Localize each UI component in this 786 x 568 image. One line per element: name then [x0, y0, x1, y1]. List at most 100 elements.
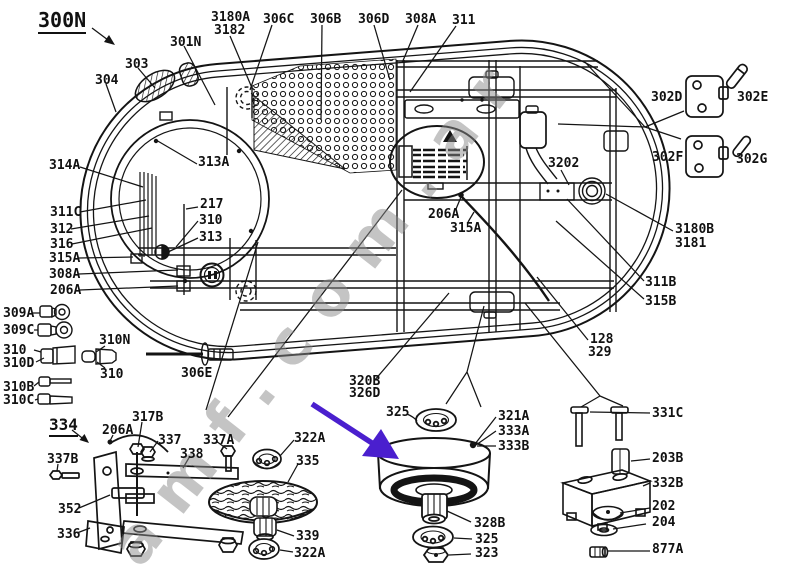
pin-302G	[732, 135, 752, 158]
motor-detail	[389, 125, 550, 302]
part-label-306B-5: 306B	[310, 12, 342, 27]
part-label-326D-49: 326D	[349, 386, 381, 401]
part-label-310C-33: 310C	[3, 393, 35, 408]
part-label-337B-42: 337B	[47, 452, 79, 467]
part-label-309C-27: 309C	[3, 323, 35, 338]
perforated-panel	[251, 58, 397, 174]
bracket-302D	[685, 75, 729, 118]
part-label-316-19: 316	[50, 237, 74, 252]
switch-3202	[519, 105, 558, 185]
part-label-204-61: 204	[652, 515, 676, 530]
part-label-306C-4: 306C	[263, 12, 295, 27]
part-label-322A-47: 322A	[294, 546, 326, 561]
part-label-328B-54: 328B	[474, 516, 506, 531]
bumper	[199, 262, 225, 288]
clip-352	[111, 487, 145, 499]
part-label-310-31: 310	[100, 367, 124, 382]
connector-310N-icon	[81, 348, 117, 365]
part-label-306E-34: 306E	[181, 366, 213, 381]
part-label-3202-63: 3202	[548, 156, 580, 171]
part-label-301N-3: 301N	[170, 35, 202, 50]
part-label-333A-52: 333A	[498, 424, 530, 439]
part-label-128-70: 128	[590, 332, 614, 347]
washer-204	[590, 523, 618, 537]
bolt-337B-icon	[48, 470, 80, 480]
part-label-352-44: 352	[58, 502, 82, 517]
deck-circle-313A	[110, 119, 270, 279]
mount-group	[560, 406, 653, 558]
rivet-306E-icon	[146, 342, 234, 366]
part-label-313-25: 313	[199, 230, 223, 245]
part-label-217-23: 217	[200, 197, 224, 212]
rim-pad-303	[134, 69, 176, 103]
part-label-203B-58: 203B	[652, 451, 684, 466]
deck-interior	[110, 58, 614, 311]
part-label-331C-57: 331C	[652, 406, 684, 421]
part-label-302E-10: 302E	[737, 90, 769, 105]
nut-323	[422, 547, 450, 563]
part-label-335-41: 335	[296, 454, 320, 469]
part-label-306D-6: 306D	[358, 12, 390, 27]
terminal-icons	[37, 303, 234, 405]
nut	[126, 541, 146, 557]
part-label-338-43: 338	[180, 447, 204, 462]
part-label-311-8: 311	[452, 13, 476, 28]
terminal-310B-icon	[38, 376, 72, 387]
part-label-310-24: 310	[199, 213, 223, 228]
hatched-wedge	[253, 94, 346, 170]
bearing-322A-top	[252, 448, 282, 470]
part-label-339-46: 339	[296, 529, 320, 544]
part-label-3181-67: 3181	[675, 236, 707, 251]
part-label-323-56: 323	[475, 546, 499, 561]
part-label-206A-22: 206A	[50, 283, 82, 298]
bearing-325-bottom	[412, 525, 454, 549]
part-label-3182-2: 3182	[214, 23, 246, 38]
pin-302E	[725, 63, 749, 89]
part-label-311C-17: 311C	[50, 205, 82, 220]
part-label-337A-39: 337A	[203, 433, 235, 448]
part-label-309A-26: 309A	[3, 306, 35, 321]
part-label-317B-35: 317B	[132, 410, 164, 425]
part-label-3180B-66: 3180B	[675, 222, 715, 237]
part-label-311B-68: 311B	[645, 275, 677, 290]
part-label-312-18: 312	[50, 222, 74, 237]
part-label-320B-48: 320B	[349, 374, 381, 389]
fastener-877A	[589, 546, 609, 558]
arm-338	[125, 463, 239, 480]
part-label-3180A-1: 3180A	[211, 10, 251, 25]
part-label-322A-40: 322A	[294, 431, 326, 446]
part-label-302G-12: 302G	[736, 152, 768, 167]
grommet-3180B	[578, 177, 606, 205]
part-label-300N-0: 300N	[38, 8, 87, 34]
part-label-202-60: 202	[652, 499, 676, 514]
part-label-310B-32: 310B	[3, 380, 35, 395]
grooved-wheel-335	[208, 480, 318, 524]
part-label-302D-9: 302D	[651, 90, 683, 105]
cable-315A	[460, 195, 550, 302]
part-label-303-14: 303	[125, 57, 149, 72]
shaft-328B	[421, 493, 448, 525]
part-label-313A-16: 313A	[198, 155, 230, 170]
part-label-325-55: 325	[475, 532, 499, 547]
part-label-206A-37: 206A	[102, 423, 134, 438]
part-label-336-45: 336	[57, 527, 81, 542]
part-label-334-36: 334	[49, 417, 78, 437]
part-label-310N-30: 310N	[99, 333, 131, 348]
leader-lines	[33, 24, 685, 556]
hinge-brackets	[685, 63, 752, 178]
part-label-314A-15: 314A	[49, 158, 81, 173]
deck-outline	[79, 39, 671, 361]
nut	[218, 537, 238, 553]
part-label-337-38: 337	[158, 433, 182, 448]
ring-terminal-309A-icon	[39, 303, 71, 321]
part-label-310D-29: 310D	[3, 356, 35, 371]
arm-lower	[121, 520, 244, 545]
bearing-322A-bottom	[248, 538, 280, 560]
part-label-333B-53: 333B	[498, 439, 530, 454]
part-label-308A-21: 308A	[49, 267, 81, 282]
splice-310D-icon	[40, 345, 76, 365]
part-label-310-28: 310	[3, 343, 27, 358]
